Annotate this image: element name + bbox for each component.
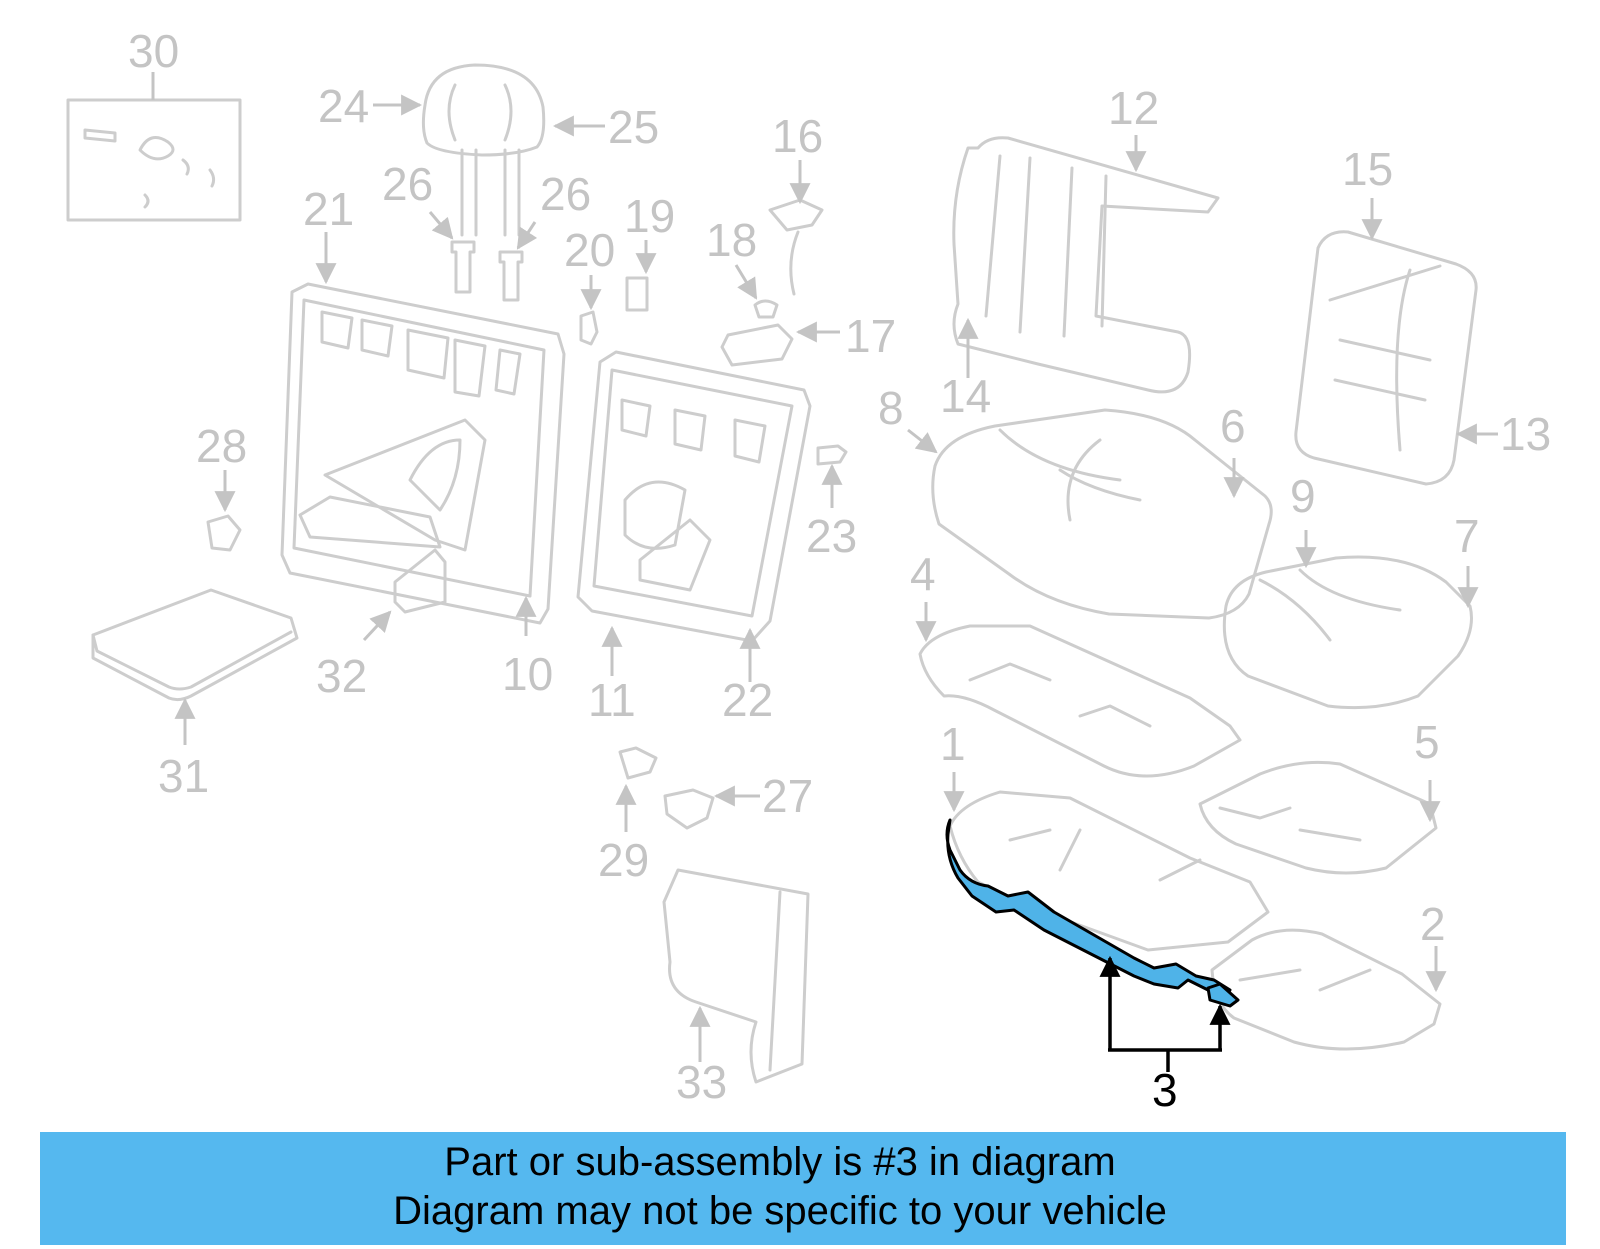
part-23-bolt xyxy=(816,444,848,508)
part-17-release xyxy=(720,321,840,367)
part-26-guides xyxy=(428,211,538,302)
callout-25: 25 xyxy=(608,101,659,153)
part-30-hardware-kit xyxy=(66,72,242,222)
callout-26-left: 26 xyxy=(382,158,433,210)
callout-9: 9 xyxy=(1290,470,1316,522)
part-31-cushion xyxy=(91,588,299,745)
part-15-seatback xyxy=(1294,198,1498,486)
part-32-bracket xyxy=(362,548,447,642)
part-27-bracket xyxy=(663,785,760,830)
callout-29: 29 xyxy=(598,834,649,886)
callout-10: 10 xyxy=(502,648,553,700)
callout-6: 6 xyxy=(1220,400,1246,452)
callout-4: 4 xyxy=(910,548,936,600)
callout-23: 23 xyxy=(806,510,857,562)
callout-22: 22 xyxy=(722,674,773,726)
part-2-frame xyxy=(1210,928,1447,1051)
callout-28: 28 xyxy=(196,420,247,472)
part-headrest xyxy=(373,63,605,237)
part-21-seatback-frame xyxy=(280,232,566,625)
part-11-seatback-frame xyxy=(576,350,812,682)
part-9-cushion xyxy=(1222,530,1479,710)
callout-14: 14 xyxy=(940,370,991,422)
callout-11: 11 xyxy=(588,674,636,726)
callout-12: 12 xyxy=(1108,82,1159,134)
callout-27: 27 xyxy=(762,770,813,822)
callout-21: 21 xyxy=(303,183,354,235)
part-29-bracket xyxy=(615,746,658,832)
part-8-cushion xyxy=(907,408,1273,620)
callout-15: 15 xyxy=(1342,143,1393,195)
callout-7: 7 xyxy=(1454,510,1480,562)
banner-line-disclaimer: Diagram may not be specific to your vehi… xyxy=(393,1189,1167,1233)
part-19-clip xyxy=(625,240,657,312)
part-1-frame xyxy=(943,772,1270,952)
callout-33: 33 xyxy=(676,1056,727,1108)
callout-24: 24 xyxy=(318,80,369,132)
callout-8: 8 xyxy=(878,382,904,434)
part-5-pad xyxy=(1198,760,1441,875)
part-4-pad xyxy=(915,602,1242,778)
info-banner: Part or sub-assembly is #3 in diagram Di… xyxy=(40,1132,1566,1245)
part-28-clip xyxy=(206,470,242,552)
callout-30: 30 xyxy=(128,25,179,77)
banner-line-part: Part or sub-assembly is #3 in diagram xyxy=(444,1140,1116,1184)
callout-20: 20 xyxy=(564,224,615,276)
callout-18: 18 xyxy=(706,214,757,266)
callout-16: 16 xyxy=(772,110,823,162)
part-3-highlighted xyxy=(945,818,1240,1072)
part-12-seatback xyxy=(952,135,1220,394)
part-20-clip xyxy=(579,275,602,346)
callout-32: 32 xyxy=(316,650,367,702)
callout-31: 31 xyxy=(158,750,209,802)
part-33-cover xyxy=(662,868,810,1084)
callout-1: 1 xyxy=(940,718,966,770)
callout-13: 13 xyxy=(1500,408,1551,460)
callout-5: 5 xyxy=(1414,716,1440,768)
callout-2: 2 xyxy=(1420,898,1446,950)
part-16-strap xyxy=(768,160,824,296)
callout-3-highlighted: 3 xyxy=(1152,1064,1178,1116)
callout-19: 19 xyxy=(624,190,675,242)
part-18-knob xyxy=(734,264,779,319)
callout-17: 17 xyxy=(845,310,896,362)
callout-26-right: 26 xyxy=(540,168,591,220)
